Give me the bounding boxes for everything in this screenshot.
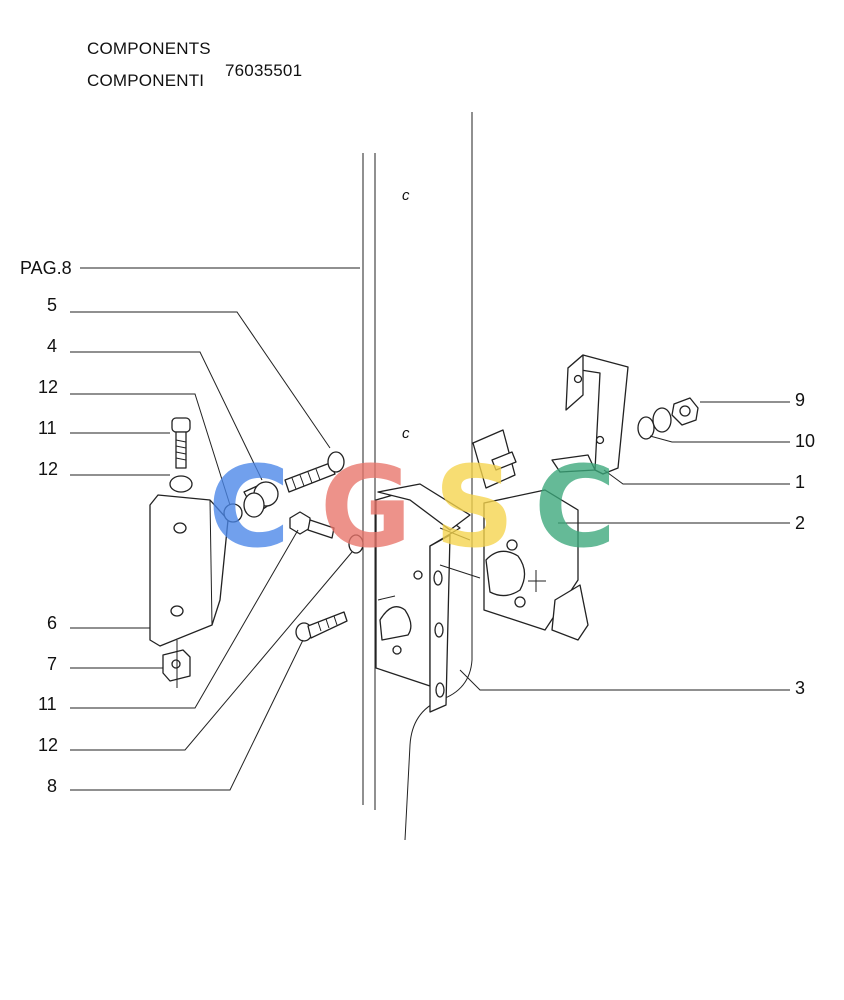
part-4-bushing	[243, 481, 279, 518]
callout-10: 10	[795, 431, 815, 451]
part-code: 76035501	[225, 61, 303, 80]
part-11-bolt-mid	[289, 511, 335, 539]
callout-11-b: 11	[38, 694, 57, 714]
watermark-letter-s: S	[434, 443, 515, 573]
callout-8: 8	[47, 776, 57, 796]
part-8-screw	[295, 611, 348, 642]
callouts: PAG.8 5 4 12 11 12 6 7 11 12 8 9 10 1 2 …	[20, 258, 815, 796]
part-1-bracket	[551, 354, 629, 475]
watermark-letter-g: G	[320, 443, 412, 573]
callout-12-c: 12	[38, 735, 58, 755]
callout-4: 4	[47, 336, 57, 356]
part-5-bolt	[284, 451, 345, 493]
callout-6: 6	[47, 613, 57, 633]
part-11-bolt-top	[171, 417, 191, 469]
striker-plate	[472, 429, 517, 489]
callout-9: 9	[795, 390, 805, 410]
callout-12-b: 12	[38, 459, 58, 479]
part-3-lock-plate	[375, 483, 471, 713]
header-components-en: COMPONENTS	[87, 39, 211, 58]
leader-lines	[70, 267, 790, 791]
part-6-bracket	[149, 494, 229, 647]
small-c-mark-1: c	[402, 187, 410, 204]
watermark-letter-c2: C	[534, 443, 616, 573]
watermark-logo: C G S C	[208, 443, 616, 573]
part-9-nut	[671, 397, 699, 426]
watermark-letter-c1: C	[208, 443, 290, 573]
part-12-washer-mid	[223, 503, 243, 523]
callout-2: 2	[795, 513, 805, 533]
part-12-washer-top	[169, 475, 193, 493]
callout-11-a: 11	[38, 418, 57, 438]
callout-3: 3	[795, 678, 805, 698]
callout-5: 5	[47, 295, 57, 315]
header-components-it: COMPONENTI	[87, 71, 205, 90]
small-c-mark-2: c	[402, 425, 410, 442]
callout-page-ref: PAG.8	[20, 258, 72, 278]
part-2-latch	[483, 489, 589, 641]
callout-12-a: 12	[38, 377, 58, 397]
callout-7: 7	[47, 654, 57, 674]
part-7-nut	[162, 640, 191, 688]
part-10-washers	[637, 407, 672, 440]
callout-1: 1	[795, 472, 805, 492]
part-12-washer-low	[348, 534, 364, 554]
